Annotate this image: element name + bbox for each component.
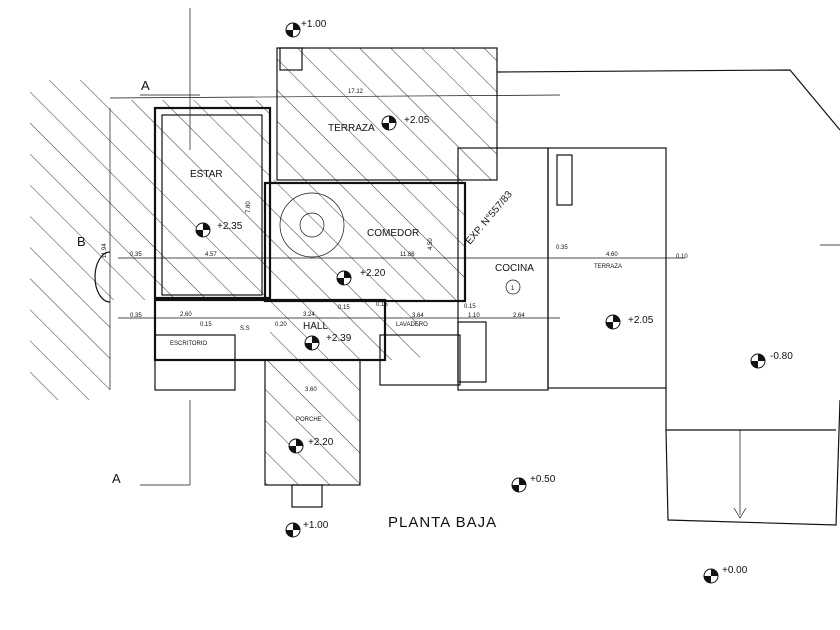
- level-marker-hall: +2.39: [304, 333, 352, 351]
- dim-015-d: 0.15: [464, 304, 476, 310]
- level-marker-terraza-right: +2.05: [605, 314, 654, 330]
- expediente-label: EXP. N°557/83: [464, 189, 515, 247]
- section-mark-a-bottom: A: [112, 471, 121, 486]
- dim-260: 2.60: [180, 312, 192, 318]
- dim-457: 4.57: [205, 252, 217, 258]
- kitchen-marker-circle: [505, 279, 521, 295]
- dim-360: 3.60: [305, 387, 317, 393]
- dim-1186: 11.86: [400, 252, 415, 258]
- svg-text:+0.00: +0.00: [722, 565, 748, 576]
- dim-015-a: 0.15: [200, 322, 212, 328]
- level-marker-porche: +2.20: [288, 437, 334, 454]
- dim-110: 1.10: [468, 313, 480, 319]
- svg-text:-0.80: -0.80: [770, 351, 793, 362]
- dim-015-c: 0.15: [376, 302, 388, 308]
- dim-015-b: 0.15: [338, 305, 350, 311]
- svg-text:+2.05: +2.05: [404, 115, 430, 126]
- kitchen-marker: 1: [511, 286, 515, 292]
- level-marker-terraza: +2.05: [381, 115, 430, 131]
- level-marker-bottom-stair: +1.00: [285, 520, 329, 538]
- svg-text:+2.20: +2.20: [360, 268, 386, 279]
- section-mark-a-top: A: [141, 78, 150, 93]
- walls: [94, 8, 840, 526]
- level-marker-street: +0.00: [703, 565, 748, 584]
- hatch-estar: [110, 100, 270, 300]
- dim-780: 7.80: [246, 201, 252, 213]
- dim-010: 0.10: [676, 254, 688, 260]
- dim-020: 0.20: [275, 322, 287, 328]
- room-label-ss: S.S: [240, 326, 250, 332]
- level-marker-comedor: +2.20: [336, 268, 386, 286]
- room-label-comedor: COMEDOR: [367, 228, 419, 239]
- room-label-cocina: COCINA: [495, 263, 534, 274]
- room-label-terraza-right: TERRAZA: [594, 264, 622, 270]
- level-marker-estar: +2.35: [195, 221, 243, 238]
- dim-035-a: 0.35: [130, 252, 142, 258]
- level-marker-lower-yard: -0.80: [750, 351, 793, 369]
- hatch-terraza-top: [277, 48, 497, 180]
- dim-460: 4.60: [606, 252, 618, 258]
- svg-text:+2.05: +2.05: [628, 315, 654, 326]
- room-label-porche: PORCHE: [296, 417, 322, 423]
- room-label-escritorio: ESCRITORIO: [170, 341, 208, 347]
- room-label-hall: HALL: [303, 321, 328, 332]
- dim-035-b: 0.35: [556, 245, 568, 251]
- dim-035-c: 0.35: [130, 313, 142, 319]
- dim-450: 4.50: [428, 238, 434, 250]
- svg-text:+2.35: +2.35: [217, 221, 243, 232]
- hatch-left-garden: [30, 80, 110, 400]
- level-marker-top-stair: +1.00: [285, 19, 327, 38]
- dim-264: 2.64: [513, 313, 525, 319]
- svg-text:+2.39: +2.39: [326, 333, 352, 344]
- hatch-comedor: [270, 180, 465, 300]
- dim-overall-depth: 11.94: [102, 243, 108, 258]
- dim-overall-width: 17.12: [348, 89, 364, 95]
- svg-text:+1.00: +1.00: [301, 19, 327, 30]
- svg-text:+2.20: +2.20: [308, 437, 334, 448]
- dim-324: 3.24: [303, 312, 315, 318]
- dim-364: 3.64: [412, 313, 424, 319]
- hatched-areas: [30, 48, 497, 485]
- room-label-terraza-top: TERRAZA: [328, 123, 375, 134]
- level-markers: +1.00 +2.05 +2.35 +2.20 +2.39 +2.05 +2.2…: [195, 19, 793, 584]
- plan-title: PLANTA BAJA: [388, 514, 497, 531]
- svg-text:+1.00: +1.00: [303, 520, 329, 531]
- dimension-labels: 17.12 11.94 0.35 4.57 11.86 0.35 4.60 0.…: [102, 89, 688, 393]
- room-label-lavadero: LAVADERO: [396, 322, 428, 328]
- level-marker-garden: +0.50: [511, 474, 556, 493]
- section-mark-b: B: [77, 234, 86, 249]
- room-label-estar: ESTAR: [190, 169, 223, 180]
- svg-text:+0.50: +0.50: [530, 474, 556, 485]
- hatch-porche: [265, 360, 360, 485]
